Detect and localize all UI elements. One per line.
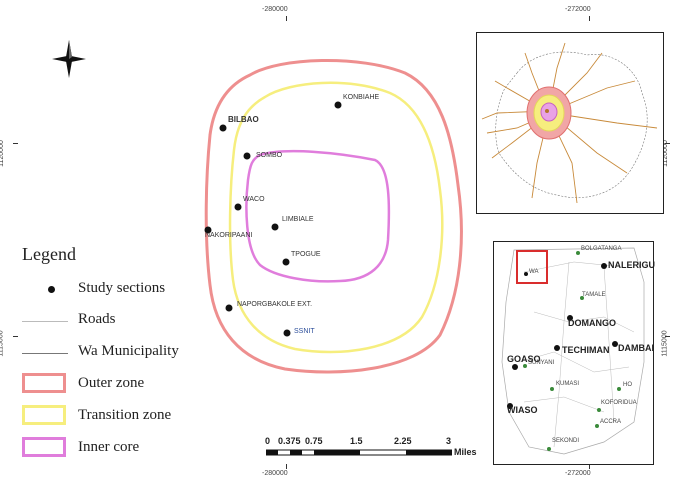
frame-tick bbox=[665, 143, 670, 144]
frame-tick bbox=[589, 16, 590, 21]
inset-city-wiaso: WIASO bbox=[507, 405, 538, 415]
inset-municipality-map bbox=[481, 42, 658, 204]
frame-tick bbox=[665, 336, 670, 337]
inset-city-bolgatanga: BOLGATANGA bbox=[581, 246, 622, 252]
inset-city-goaso: GOASO bbox=[507, 354, 541, 364]
legend-outer-zone-swatch bbox=[22, 373, 66, 393]
legend-item-roads: Roads bbox=[22, 311, 192, 333]
site-label-bilbao: BILBAO bbox=[228, 115, 259, 124]
site-dot-waco bbox=[234, 203, 242, 211]
legend-item-transition-zone: Transition zone bbox=[22, 405, 212, 429]
inset-city-sunyani: SUNYANI bbox=[528, 360, 555, 366]
inset-city-dambai: DAMBAI bbox=[618, 343, 654, 353]
scale-tick-label: 0 bbox=[265, 436, 271, 446]
inset-city-domango: DOMANGO bbox=[568, 318, 616, 328]
legend-title: Legend bbox=[22, 244, 76, 264]
site-dot-limbiale bbox=[271, 223, 279, 231]
site-label-nakoripaani: NAKORIPAANI bbox=[205, 232, 253, 239]
site-label-ssnit: SSNIT bbox=[294, 328, 315, 335]
legend-label: Inner core bbox=[78, 439, 140, 455]
legend-boundary-line-icon bbox=[22, 353, 68, 354]
legend-dot-icon bbox=[48, 286, 55, 293]
inner-core-boundary bbox=[245, 149, 391, 283]
site-dot-ssnit bbox=[283, 329, 291, 337]
outer-zone-boundary bbox=[204, 58, 463, 374]
frame-tick bbox=[13, 143, 18, 144]
inset-city-koforidua: KOFORIDUA bbox=[601, 400, 637, 406]
inset-city-accra: ACCRA bbox=[600, 419, 622, 425]
legend-road-line-icon bbox=[22, 321, 68, 322]
scale-bar-graphic bbox=[266, 449, 452, 456]
legend-item-study-sections: Study sections bbox=[22, 280, 192, 302]
legend-item-outer-zone: Outer zone bbox=[22, 373, 212, 397]
legend-label: Roads bbox=[78, 311, 116, 327]
scale-bar: 0 0.375 0.75 1.5 2.25 3 Miles bbox=[262, 436, 477, 460]
legend-item-wa-municipality: Wa Municipality bbox=[22, 343, 212, 365]
site-dot-nakoripaani bbox=[204, 226, 212, 234]
coord-bottom-2: -272000 bbox=[565, 470, 591, 477]
north-arrow-icon bbox=[52, 40, 86, 78]
legend-label: Transition zone bbox=[78, 407, 172, 423]
inset-city-ho: HO bbox=[623, 382, 632, 388]
inset-city-techiman: TECHIMAN bbox=[562, 345, 610, 355]
inset-city-nalerigu: NALERIGU bbox=[608, 260, 655, 270]
scale-tick-label: 2.25 bbox=[394, 436, 412, 446]
frame-tick bbox=[13, 336, 18, 337]
site-label-sombo: SOMBO bbox=[256, 152, 283, 159]
scale-tick-label: 0.75 bbox=[305, 436, 323, 446]
legend-inner-core-swatch bbox=[22, 437, 66, 457]
inset-ghana: BOLGATANGA NALERIGU TAMALE DOMANGO TECHI… bbox=[493, 241, 655, 465]
scale-unit: Miles bbox=[454, 447, 477, 457]
site-label-limbiale: LIMBIALE bbox=[282, 216, 314, 223]
inset-city-kumasi: KUMASI bbox=[556, 381, 580, 387]
inset-city-wa: WA bbox=[529, 269, 539, 275]
site-dot-sombo bbox=[243, 152, 251, 160]
inset-municipality bbox=[476, 32, 664, 214]
site-label-waco: WACO bbox=[243, 196, 265, 203]
legend-label: Outer zone bbox=[78, 375, 145, 391]
site-label-naporgbakole: NAPORGBAKOLE EXT. bbox=[237, 301, 313, 308]
scale-tick-label: 1.5 bbox=[350, 436, 363, 446]
legend-item-inner-core: Inner core bbox=[22, 437, 212, 461]
site-dot-naporgbakole bbox=[225, 304, 233, 312]
site-dot-konbiahe bbox=[334, 101, 342, 109]
frame-tick bbox=[286, 464, 287, 469]
site-label-tpogue: TPOGUE bbox=[291, 251, 321, 258]
site-dot-bilbao bbox=[219, 124, 227, 132]
scale-tick-label: 3 bbox=[446, 436, 452, 446]
inset-city-sekondi: SEKONDI bbox=[552, 438, 580, 444]
frame-tick bbox=[589, 464, 590, 469]
coord-top-1: -280000 bbox=[262, 6, 288, 13]
inset-city-tamale: TAMALE bbox=[582, 292, 606, 298]
wa-location-highlight bbox=[516, 250, 548, 284]
frame-tick bbox=[286, 16, 287, 21]
site-label-konbiahe: KONBIAHE bbox=[343, 94, 380, 101]
legend-label: Study sections bbox=[78, 280, 166, 296]
zone-map bbox=[204, 58, 463, 374]
coord-top-2: -272000 bbox=[565, 6, 591, 13]
legend-label: Wa Municipality bbox=[78, 343, 179, 359]
coord-bottom-1: -280000 bbox=[262, 470, 288, 477]
transition-zone-boundary bbox=[228, 81, 444, 354]
inset-ghana-map bbox=[501, 247, 645, 455]
site-dot-tpogue bbox=[282, 258, 290, 266]
scale-tick-label: 0.375 bbox=[278, 436, 301, 446]
legend-transition-zone-swatch bbox=[22, 405, 66, 425]
